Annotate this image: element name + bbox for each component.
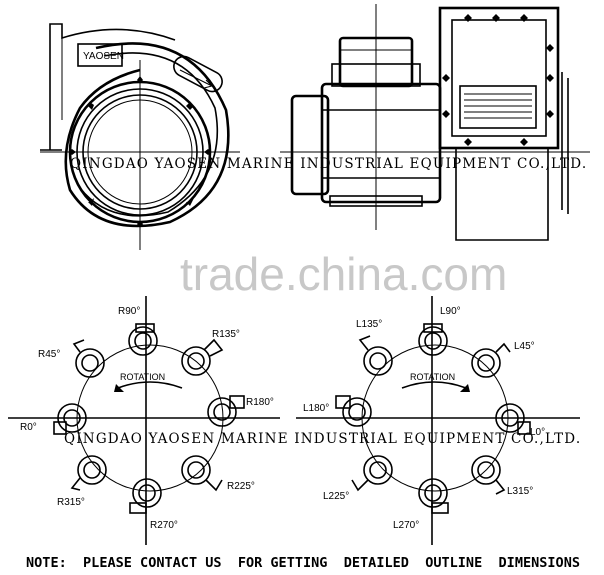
- brand-plate-text: YAOSEN: [83, 51, 124, 62]
- right-hand-positions-diagram: ROTATION R90° R135° R45° R180° R0° R315°…: [8, 296, 280, 545]
- fan-side-view: [280, 4, 590, 241]
- position-label-r90: R90°: [118, 306, 140, 317]
- position-label-r180: R180°: [246, 397, 274, 408]
- position-label-l0: L0°: [530, 427, 545, 438]
- position-label-l225: L225°: [323, 491, 349, 502]
- position-label-l135: L135°: [356, 319, 382, 330]
- company-watermark-top: QINGDAO YAOSEN MARINE INDUSTRIAL EQUIPME…: [70, 156, 587, 172]
- position-label-r315: R315°: [57, 497, 85, 508]
- left-hand-positions-diagram: ROTATION L90° L135° L45° L180° L0° L225°…: [296, 296, 580, 545]
- company-watermark-bottom: QINGDAO YAOSEN MARINE INDUSTRIAL EQUIPME…: [64, 431, 581, 447]
- position-label-r135: R135°: [212, 329, 240, 340]
- position-label-l45: L45°: [514, 341, 535, 352]
- fan-front-view: YAOSEN: [40, 23, 240, 250]
- site-watermark: trade.china.com: [180, 248, 507, 300]
- position-label-l270: L270°: [393, 520, 419, 531]
- position-label-l180: L180°: [303, 403, 329, 414]
- footer-note: NOTE: PLEASE CONTACT US FOR GETTING DETA…: [26, 556, 580, 571]
- position-label-r225: R225°: [227, 481, 255, 492]
- position-label-r0: R0°: [20, 422, 37, 433]
- position-label-r45: R45°: [38, 349, 60, 360]
- rotation-label-right: ROTATION: [120, 372, 165, 382]
- position-label-r270: R270°: [150, 520, 178, 531]
- position-label-l90: L90°: [440, 306, 461, 317]
- rotation-label-left: ROTATION: [410, 372, 455, 382]
- brand-plate: [77, 43, 123, 67]
- position-label-l315: L315°: [507, 486, 533, 497]
